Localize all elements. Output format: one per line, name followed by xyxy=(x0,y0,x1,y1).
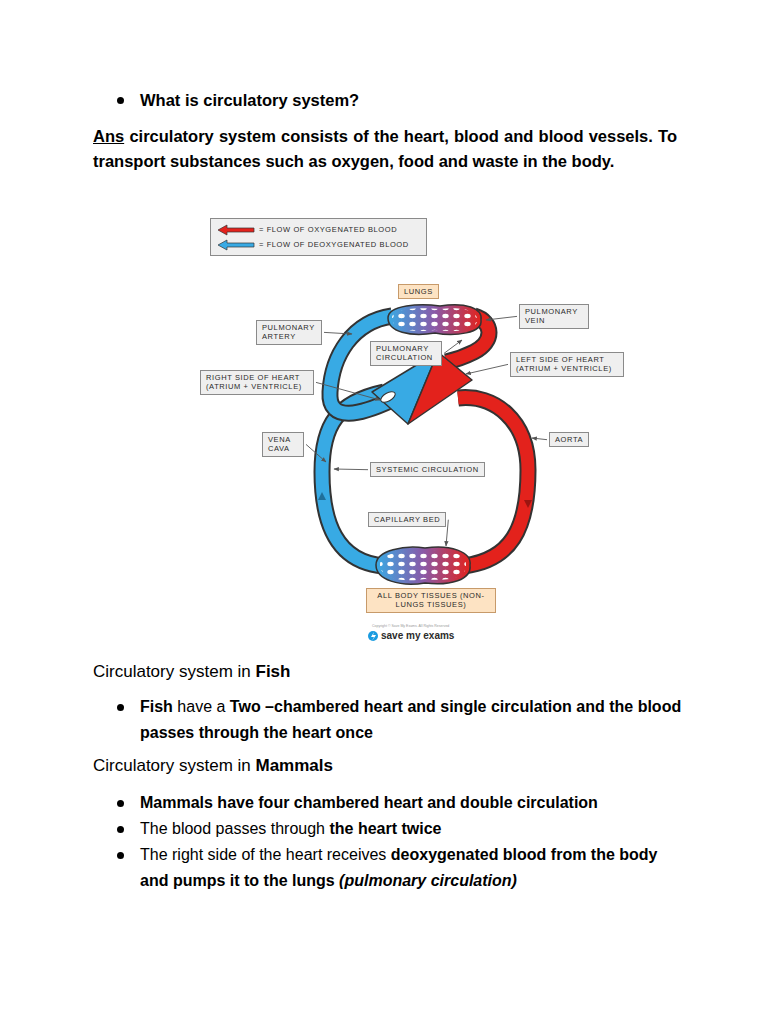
legend-swatch xyxy=(218,240,254,250)
callout-text: AORTA xyxy=(555,435,583,444)
callout-box: PULMONARY CIRCULATION xyxy=(370,341,442,366)
legend-text: = FLOW OF OXYGENATED BLOOD xyxy=(259,225,397,234)
callout-box: RIGHT SIDE OF HEART (ATRIUM + VENTRICLE) xyxy=(200,370,314,395)
callout-box: CAPILLARY BED xyxy=(368,512,446,527)
bold-text: What is circulatory system? xyxy=(140,91,359,109)
bold-text: circulatory system consists of the heart… xyxy=(93,127,677,170)
bold-text: the heart twice xyxy=(329,820,441,837)
callout-box: VENA CAVA xyxy=(262,432,304,457)
copyright-note: Copyright © Save My Exams. All Rights Re… xyxy=(372,624,449,628)
callout-box: AORTA xyxy=(549,432,589,447)
callout-text: LUNGS xyxy=(404,287,433,296)
body-text: The right side of the heart receives xyxy=(140,846,386,863)
callout-text: RIGHT SIDE OF HEART (ATRIUM + VENTRICLE) xyxy=(206,373,308,392)
bullet-dot xyxy=(117,852,124,859)
callout-box: PULMONARY VEIN xyxy=(519,304,589,329)
text-paragraph: The blood passes through the heart twice xyxy=(140,816,700,842)
text-paragraph: Circulatory system in Fish xyxy=(93,660,693,684)
text-paragraph: Ans circulatory system consists of the h… xyxy=(93,124,677,174)
callout-box: LEFT SIDE OF HEART (ATRIUM + VENTRICLE) xyxy=(510,352,624,377)
logo-icon xyxy=(368,631,378,641)
callout-box: SYSTEMIC CIRCULATION xyxy=(370,462,485,477)
leader-line xyxy=(532,438,547,440)
legend-text: = FLOW OF DEOXYGENATED BLOOD xyxy=(259,240,409,249)
body-capillaries xyxy=(376,547,470,584)
organ-label-box: LUNGS xyxy=(398,284,439,299)
leader-line xyxy=(324,332,352,334)
organ-label-box: ALL BODY TISSUES (NON-LUNGS TISSUES) xyxy=(366,588,496,613)
bold-text: Ans xyxy=(93,127,124,145)
callout-text: LEFT SIDE OF HEART (ATRIUM + VENTRICLE) xyxy=(516,355,618,374)
callout-text: PULMONARY ARTERY xyxy=(262,323,316,342)
bullet-dot xyxy=(117,704,124,711)
callout-text: VENA CAVA xyxy=(268,435,298,454)
body-text: The blood passes through xyxy=(140,820,325,837)
legend-box: = FLOW OF OXYGENATED BLOOD = FLOW OF DEOX… xyxy=(210,218,427,256)
flow-arrows xyxy=(318,492,532,508)
bullet-dot xyxy=(117,826,124,833)
leader-line xyxy=(446,520,448,546)
text-paragraph: The right side of the heart receives deo… xyxy=(140,842,685,894)
bullet-dot xyxy=(117,800,124,807)
bold-text: Mammals xyxy=(256,756,333,775)
callout-text: PULMONARY CIRCULATION xyxy=(376,344,436,363)
leader-line xyxy=(466,364,508,374)
bold-text: Fish xyxy=(256,662,291,681)
text-paragraph: What is circulatory system? xyxy=(140,88,700,112)
leader-line xyxy=(334,469,368,471)
callout-text: CAPILLARY BED xyxy=(374,515,440,524)
callout-box: PULMONARY ARTERY xyxy=(256,320,322,345)
blood-vessels xyxy=(322,316,528,566)
text-paragraph: Mammals have four chambered heart and do… xyxy=(140,790,700,816)
text-paragraph: Fish have a Two –chambered heart and sin… xyxy=(140,694,685,746)
text-paragraph: Circulatory system in Mammals xyxy=(93,754,693,778)
leader-line xyxy=(444,340,462,353)
body-text: Circulatory system in xyxy=(93,756,251,775)
body-text: have a xyxy=(177,698,225,715)
legend-row: = FLOW OF DEOXYGENATED BLOOD xyxy=(217,237,420,252)
bold-text: Mammals have four chambered heart and do… xyxy=(140,794,598,811)
bold-text: Fish xyxy=(140,698,173,715)
leader-line xyxy=(316,382,380,400)
bullet-dot xyxy=(117,97,124,104)
legend-arrow xyxy=(217,239,255,251)
watermark: save my exams xyxy=(381,630,454,641)
callout-text: ALL BODY TISSUES (NON-LUNGS TISSUES) xyxy=(372,591,490,610)
legend-swatch xyxy=(218,225,254,235)
body-text: Circulatory system in xyxy=(93,662,251,681)
callout-text: SYSTEMIC CIRCULATION xyxy=(376,465,479,474)
callout-text: PULMONARY VEIN xyxy=(525,307,583,326)
leader-line xyxy=(486,316,517,320)
lung-capillaries xyxy=(388,305,481,335)
leader-line xyxy=(306,444,326,462)
legend-row: = FLOW OF OXYGENATED BLOOD xyxy=(217,222,420,237)
leader-lines xyxy=(306,316,547,546)
legend-arrow xyxy=(217,224,255,236)
bold-text: (pulmonary circulation) xyxy=(339,872,517,889)
